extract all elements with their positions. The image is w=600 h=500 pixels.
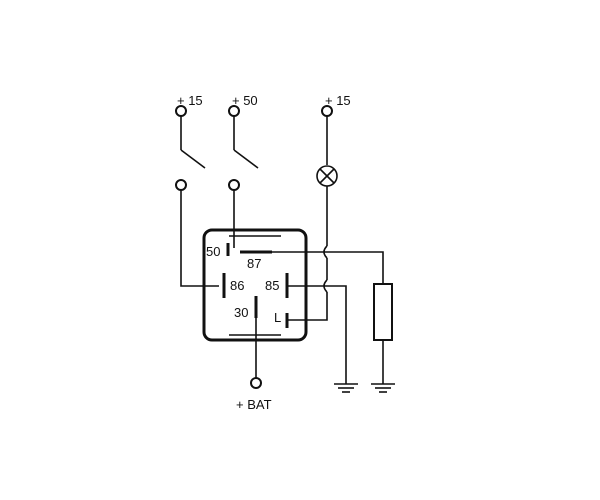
pin-86-label: 86 (230, 278, 244, 293)
pin-85-label: 85 (265, 278, 279, 293)
load-resistor (373, 283, 393, 341)
ground-icon (371, 383, 395, 393)
pin-L-label: L (274, 310, 281, 325)
pin-50-label: 50 (206, 244, 220, 259)
relay-housing (202, 228, 308, 342)
terminal-plus15-left-top (175, 105, 187, 117)
label-battery: + BAT (236, 397, 272, 412)
terminal-plus15-left-bottom (175, 179, 187, 191)
wire-pin85-to-ground (287, 285, 347, 384)
pin-30-label: 30 (234, 305, 248, 320)
relay-body (202, 228, 308, 342)
terminal-plus50-bottom (228, 179, 240, 191)
lamp-icon (316, 165, 338, 187)
label-plus50: + 50 (232, 93, 258, 108)
label-plus15-left: + 15 (177, 93, 203, 108)
switch-lever-left (180, 149, 206, 169)
switch-lever-start (233, 149, 259, 169)
start-switch (228, 105, 259, 248)
pin-87-label: 87 (247, 256, 261, 271)
wire-pin87-to-load (272, 251, 384, 284)
indicator-lamp-circuit (287, 105, 338, 321)
terminal-plus50-top (228, 105, 240, 117)
ground-icon (334, 383, 358, 393)
label-plus15-right: + 15 (325, 93, 351, 108)
ignition-switch-left (175, 105, 219, 287)
terminal-battery (250, 377, 262, 389)
terminal-plus15-right (321, 105, 333, 117)
